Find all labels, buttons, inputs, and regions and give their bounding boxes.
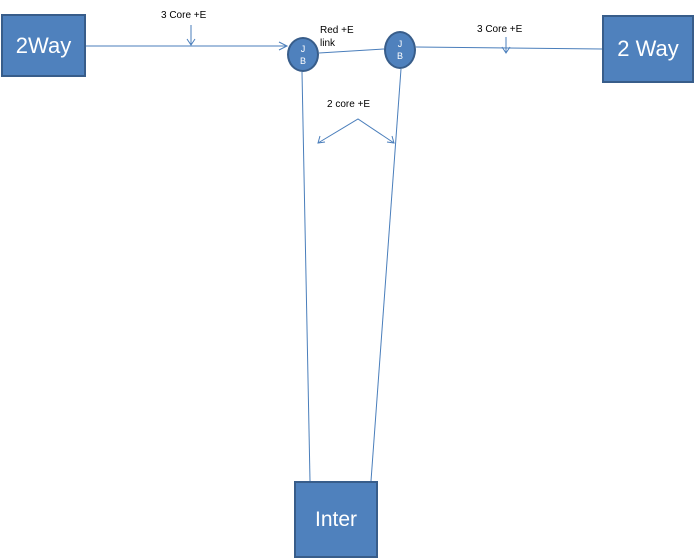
label-2-core: 2 core +E: [327, 99, 371, 110]
pointer-middle: [317, 118, 395, 144]
pointer-top-right-head: [501, 46, 511, 54]
cable-red-link: [318, 48, 385, 54]
pointer-middle-right-head: [386, 135, 395, 144]
junction-box-2: J B: [384, 31, 416, 69]
junction-box-1-letter-j: J: [300, 43, 306, 54]
label-red-link-line1: Red +E: [320, 25, 354, 36]
arrowhead-jb1: [278, 41, 289, 51]
pointer-middle-left-head: [317, 135, 326, 144]
label-red-link: Red +E link: [320, 24, 354, 50]
box-2way-right: 2 Way: [602, 15, 694, 83]
box-2way-right-label: 2 Way: [617, 36, 679, 61]
label-red-link-line2: link: [320, 38, 336, 49]
junction-box-2-letter-j: J: [397, 39, 403, 49]
box-inter-label: Inter: [314, 507, 358, 531]
pointer-top-left-head: [186, 38, 196, 46]
label-3-core-right: 3 Core +E: [477, 24, 523, 35]
junction-box-2-letter-b: B: [396, 51, 403, 61]
label-3-core-left: 3 Core +E: [161, 10, 207, 21]
junction-box-1-letter-b: B: [299, 55, 306, 66]
box-2way-left: 2Way: [1, 14, 86, 77]
cable-jb1-to-inter: [301, 71, 311, 482]
box-2way-left-label: 2Way: [15, 32, 72, 58]
box-inter: Inter: [294, 481, 378, 558]
junction-box-1: J B: [287, 37, 319, 72]
cable-jb2-to-inter: [370, 68, 402, 482]
